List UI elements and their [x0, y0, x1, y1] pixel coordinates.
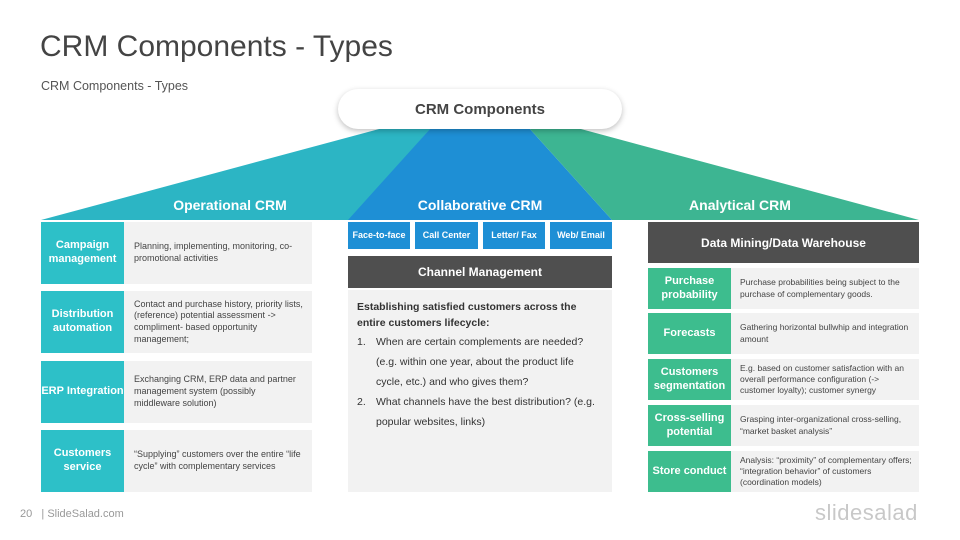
analytical-row-store-conduct: Store conduct Analysis: “proximity” of c…	[648, 451, 919, 492]
list-item: 2. What channels have the best distributi…	[357, 392, 602, 432]
operational-row-desc: “Supplying” customers over the entire “l…	[124, 430, 312, 492]
slidesalad-logo: slidesalad	[815, 500, 918, 525]
channel-tab-web-email: Web/ Email	[550, 222, 612, 249]
analytical-crm-title: Analytical CRM	[689, 197, 791, 213]
collaborative-intro: Establishing satisfied customers across …	[357, 301, 577, 329]
operational-row-label: ERP Integration	[41, 361, 124, 423]
list-item-number: 1.	[357, 335, 366, 348]
footer: 20 | SlideSalad.com	[20, 508, 124, 520]
analytical-row-label: Store conduct	[648, 451, 731, 492]
crm-components-pill: CRM Components	[338, 89, 622, 129]
operational-row-desc: Contact and purchase history, priority l…	[124, 291, 312, 353]
operational-row-label: Campaign management	[41, 222, 124, 284]
operational-row-erp: ERP Integration Exchanging CRM, ERP data…	[41, 361, 312, 423]
analytical-row-desc: E.g. based on customer satisfaction with…	[731, 359, 919, 400]
page-subtitle: CRM Components - Types	[41, 79, 189, 93]
analytical-row-label: Forecasts	[648, 313, 731, 354]
analytical-row-desc: Gathering horizontal bullwhip and integr…	[731, 313, 919, 354]
channel-management-header: Channel Management	[348, 256, 612, 288]
operational-row-customers-service: Customers service “Supplying” customers …	[41, 430, 312, 492]
list-item: 1. When are certain complements are neede…	[357, 332, 602, 392]
analytical-row-purchase: Purchase probability Purchase probabilit…	[648, 268, 919, 309]
analytical-row-segmentation: Customers segmentation E.g. based on cus…	[648, 359, 919, 400]
collaborative-crm-title: Collaborative CRM	[417, 197, 543, 213]
operational-row-desc: Planning, implementing, monitoring, co-p…	[124, 222, 312, 284]
analytical-row-desc: Analysis: “proximity” of complementary o…	[731, 451, 919, 492]
page-number: 20	[20, 508, 33, 520]
data-mining-header: Data Mining/Data Warehouse	[648, 222, 919, 263]
channel-tab-letter-fax: Letter/ Fax	[483, 222, 545, 249]
analytical-row-desc: Grasping inter-organizational cross-sell…	[731, 405, 919, 446]
analytical-row-desc: Purchase probabilities being subject to …	[731, 268, 919, 309]
operational-row-campaign: Campaign management Planning, implementi…	[41, 222, 312, 284]
operational-funnel-shape	[41, 118, 440, 220]
collaborative-funnel-shape	[348, 118, 612, 220]
list-item-number: 2.	[357, 395, 366, 408]
analytical-row-label: Customers segmentation	[648, 359, 731, 400]
analytical-row-label: Purchase probability	[648, 268, 731, 309]
page-title: CRM Components - Types	[40, 30, 393, 63]
list-item-text: When are certain complements are needed?…	[376, 335, 584, 388]
analytical-row-label: Cross-selling potential	[648, 405, 731, 446]
operational-row-label: Customers service	[41, 430, 124, 492]
operational-crm-title: Operational CRM	[173, 197, 287, 213]
analytical-row-forecasts: Forecasts Gathering horizontal bullwhip …	[648, 313, 919, 354]
channel-tab-call-center: Call Center	[415, 222, 478, 249]
analytical-funnel-shape	[520, 118, 919, 220]
operational-row-desc: Exchanging CRM, ERP data and partner man…	[124, 361, 312, 423]
collaborative-question-list: 1. When are certain complements are neede…	[357, 332, 602, 432]
channel-tab-face-to-face: Face-to-face	[348, 222, 410, 249]
operational-row-label: Distribution automation	[41, 291, 124, 353]
list-item-text: What channels have the best distribution…	[376, 395, 595, 428]
collaborative-description: Establishing satisfied customers across …	[348, 290, 612, 492]
operational-row-distribution: Distribution automation Contact and purc…	[41, 291, 312, 353]
analytical-row-cross-selling: Cross-selling potential Grasping inter-o…	[648, 405, 919, 446]
footer-site: | SlideSalad.com	[41, 508, 124, 520]
